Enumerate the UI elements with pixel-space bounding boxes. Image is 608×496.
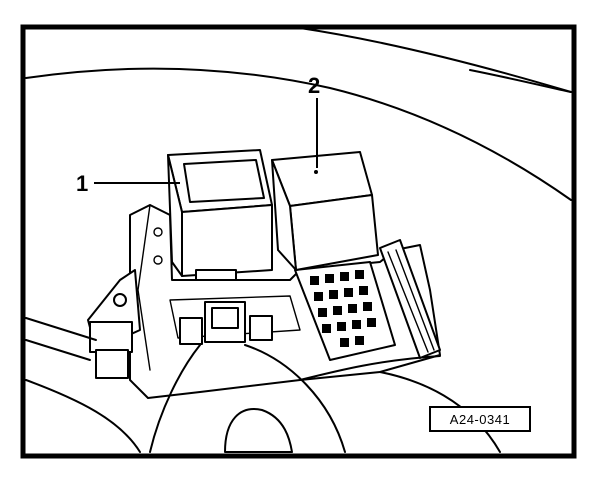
relay-2 xyxy=(271,151,379,271)
callout-2-label: 2 xyxy=(308,73,320,98)
reference-code-label: A24-0341 xyxy=(450,412,510,427)
reference-code-box: A24-0341 xyxy=(429,406,531,432)
relay-1 xyxy=(167,149,273,281)
connector-pins xyxy=(310,270,376,347)
callout-1-label: 1 xyxy=(76,171,88,196)
dashboard-panel xyxy=(25,27,572,201)
multi-pin-connector xyxy=(294,239,441,361)
left-mount-bracket xyxy=(25,269,141,379)
